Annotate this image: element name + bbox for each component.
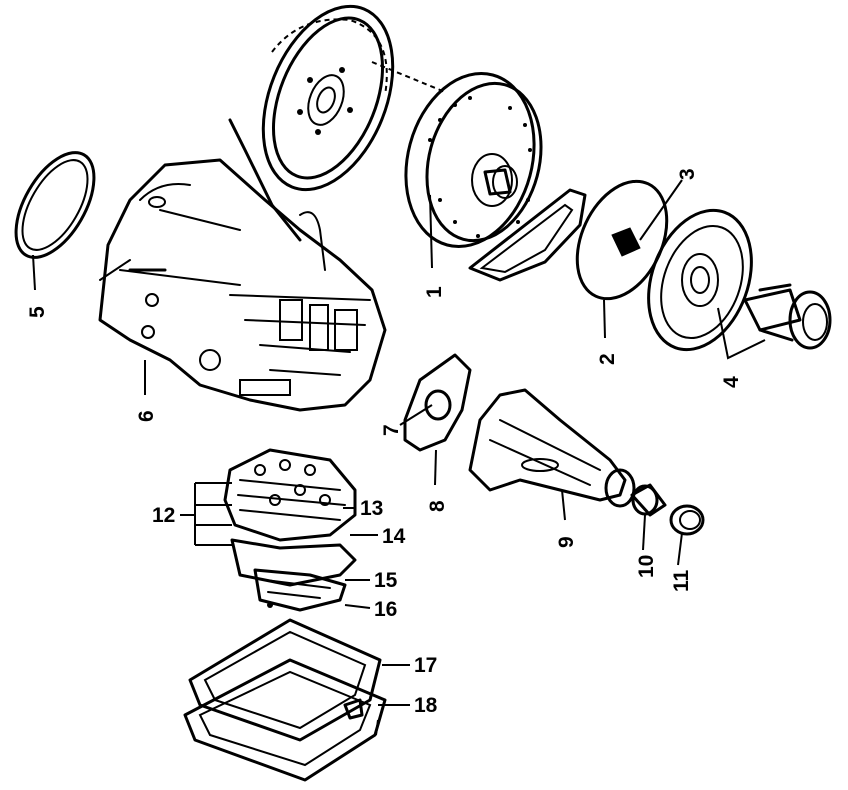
transmission-case xyxy=(98,158,387,412)
callout-labels: 1 2 3 4 5 6 7 8 9 10 11 12 13 14 15 16 1… xyxy=(26,168,743,717)
callout-1: 1 xyxy=(423,286,446,298)
callout-6: 6 xyxy=(135,410,158,422)
flexplate xyxy=(261,4,395,192)
callout-9: 9 xyxy=(555,536,578,548)
torque-converter xyxy=(404,71,543,249)
callout-17: 17 xyxy=(414,654,437,677)
callout-16: 16 xyxy=(374,598,397,621)
callout-7: 7 xyxy=(380,424,403,436)
bellhousing-seal xyxy=(14,151,96,259)
callout-14: 14 xyxy=(382,525,406,548)
extension-bushing xyxy=(630,483,667,517)
callout-2: 2 xyxy=(596,353,619,365)
extension-gasket xyxy=(403,353,472,452)
callout-15: 15 xyxy=(374,569,398,592)
callout-10: 10 xyxy=(635,555,658,578)
filter-screen xyxy=(253,568,347,612)
callout-3: 3 xyxy=(676,168,699,180)
callout-11: 11 xyxy=(670,569,693,592)
pump-gasket xyxy=(468,188,587,282)
oil-pan xyxy=(183,658,387,782)
extension-housing xyxy=(468,388,636,508)
callout-5: 5 xyxy=(26,306,49,318)
callout-18: 18 xyxy=(414,694,438,717)
callout-13: 13 xyxy=(360,497,383,520)
flexplate-alignment-line xyxy=(371,61,446,93)
callout-8: 8 xyxy=(426,500,449,512)
pan-gasket xyxy=(188,618,382,742)
callout-12: 12 xyxy=(152,504,175,527)
valve-body xyxy=(223,448,357,542)
extension-seal xyxy=(669,504,705,536)
callout-4: 4 xyxy=(720,376,743,388)
separator-plate xyxy=(230,538,357,587)
oil-pump xyxy=(647,208,832,352)
vent-hose xyxy=(299,211,326,271)
leader-lines xyxy=(32,179,766,736)
dipstick-tube xyxy=(228,118,302,242)
